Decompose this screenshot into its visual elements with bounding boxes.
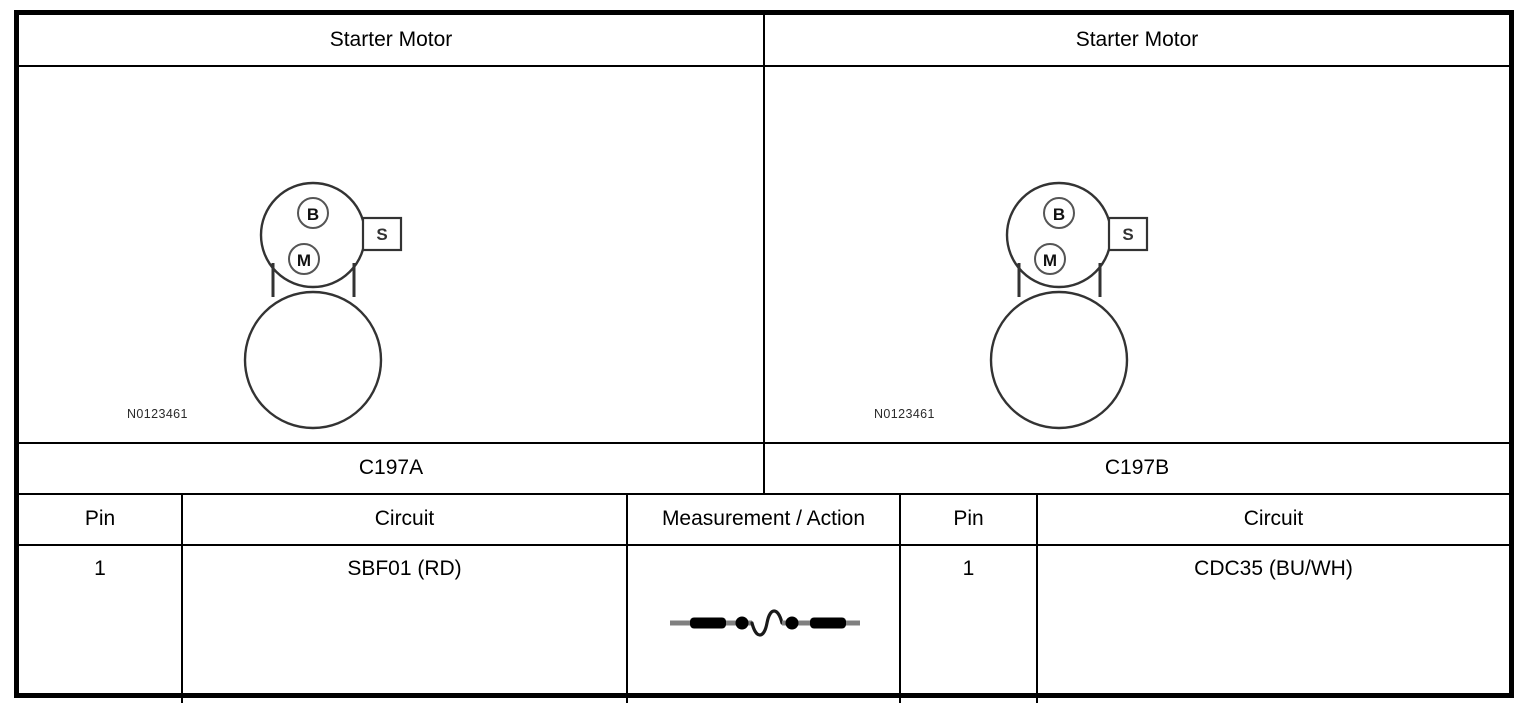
column-header-measurement-action: Measurement / Action: [661, 507, 866, 531]
rule-left-circuit-measurement: [626, 493, 628, 703]
column-header-right-pin: Pin: [953, 507, 984, 531]
terminal-label-m: M: [1043, 251, 1057, 270]
terminal-label-b: B: [307, 205, 319, 224]
starter-motor-diagram-right: S B M: [987, 175, 1177, 445]
panel-title-right: Starter Motor: [1075, 27, 1199, 51]
rule-left-pin-circuit: [181, 493, 183, 703]
column-header-left-circuit: Circuit: [374, 507, 435, 531]
rule-under-connector: [19, 493, 1509, 495]
part-number-right: N0123461: [874, 407, 935, 421]
rule-right-pin-circuit: [1036, 493, 1038, 703]
terminal-label-b: B: [1053, 205, 1065, 224]
table-outer-frame: Starter Motor Starter Motor S B M: [14, 10, 1514, 703]
connector-name-right: C197B: [1104, 456, 1170, 480]
starter-motor-diagram-left: S B M: [241, 175, 431, 445]
terminal-label-s: S: [376, 225, 387, 244]
rule-panel-split: [763, 15, 765, 493]
harness-continuity-symbol: [664, 601, 864, 645]
table-row-right-pin: 1: [962, 556, 975, 580]
column-header-right-circuit: Circuit: [1243, 507, 1304, 531]
rule-under-column-header: [19, 544, 1509, 546]
table-row-left-circuit: SBF01 (RD): [347, 556, 462, 580]
part-number-left: N0123461: [127, 407, 188, 421]
terminal-label-m: M: [297, 251, 311, 270]
panel-title-left: Starter Motor: [329, 27, 453, 51]
table-row-right-circuit: CDC35 (BU/WH): [1194, 556, 1353, 580]
rule-measurement-right-pin: [899, 493, 901, 703]
terminal-label-s: S: [1122, 225, 1133, 244]
column-header-left-pin: Pin: [84, 507, 116, 531]
connector-name-left: C197A: [358, 456, 424, 480]
table-row-left-pin: 1: [94, 556, 106, 580]
